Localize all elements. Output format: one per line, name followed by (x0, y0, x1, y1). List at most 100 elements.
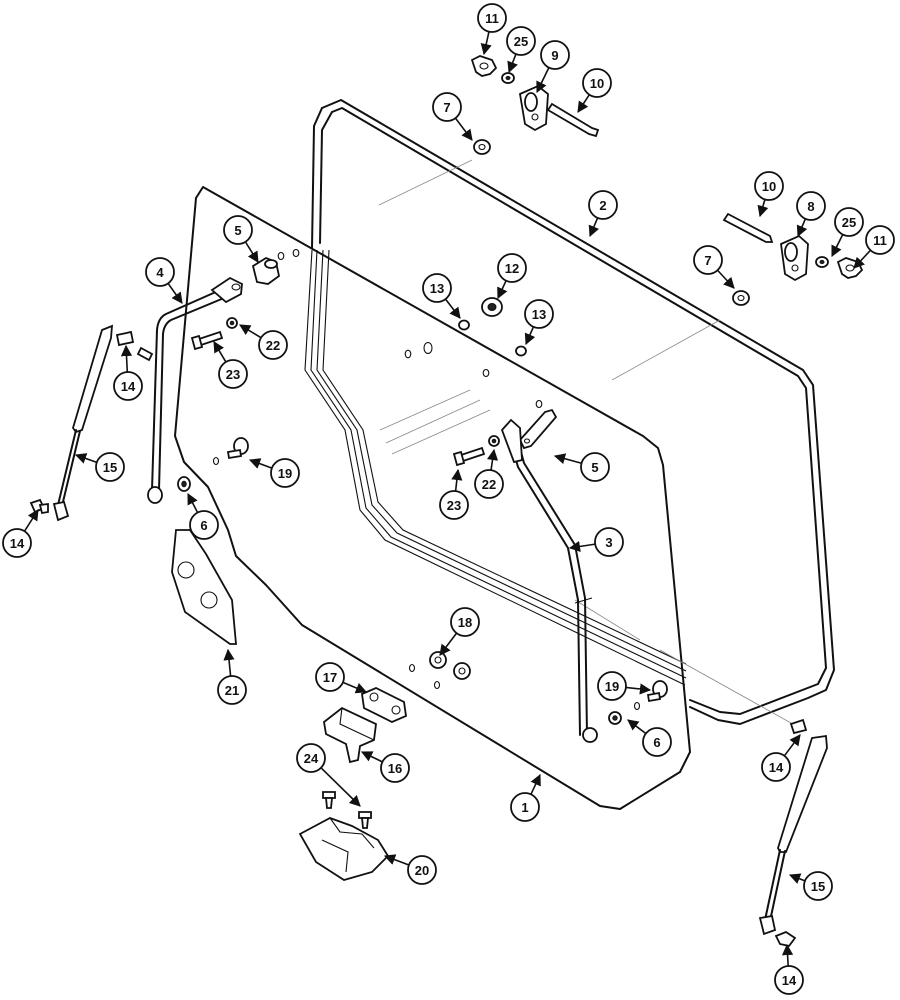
callout-number: 7 (443, 100, 450, 115)
callout-number: 11 (873, 233, 887, 248)
callout-8: 8 (796, 191, 826, 221)
callout-leader-6 (627, 719, 647, 735)
gas-strut-right-part-15 (758, 734, 828, 936)
callout-circle (774, 965, 804, 995)
callout-11: 11 (865, 225, 895, 255)
callout-number: 14 (782, 973, 797, 988)
callout-leader-17 (342, 681, 368, 694)
callout-number: 6 (653, 735, 660, 750)
callout-17: 17 (315, 662, 345, 692)
callout-11: 11 (477, 3, 507, 33)
callout-leader-23 (213, 341, 227, 363)
callout-3: 3 (594, 527, 624, 557)
callout-22: 22 (258, 330, 288, 360)
callout-7: 7 (432, 92, 462, 122)
callout-leader-11 (853, 249, 872, 269)
callout-4: 4 (145, 257, 175, 287)
gas-strut-left-part-15 (52, 324, 154, 522)
callout-leader-13 (524, 326, 536, 346)
callout-leader-23 (451, 468, 463, 492)
callout-leader-1 (530, 773, 541, 795)
callout-6: 6 (642, 727, 672, 757)
callout-circle (380, 753, 410, 783)
callout-leader-2 (588, 217, 600, 238)
gasket-part-17 (361, 687, 407, 723)
callout-leader-10 (577, 94, 590, 113)
callout-number: 8 (807, 199, 814, 214)
callout-leader-22 (239, 324, 262, 339)
callout-leader-6 (187, 493, 199, 513)
callout-circle (2, 528, 32, 558)
callout-circle (270, 458, 300, 488)
callout-circle (113, 371, 143, 401)
callout-14: 14 (761, 752, 791, 782)
callout-circle (223, 215, 253, 245)
callout-circle (217, 675, 247, 705)
callout-15: 15 (95, 452, 125, 482)
callout-circle (477, 3, 507, 33)
callout-circle (95, 452, 125, 482)
callout-leader-25 (831, 234, 844, 258)
callout-19: 19 (597, 671, 627, 701)
callout-number: 14 (10, 536, 25, 551)
callout-circle (796, 191, 826, 221)
callout-number: 23 (226, 367, 240, 382)
grommet-part-18 (429, 651, 471, 680)
callout-16: 16 (380, 753, 410, 783)
callout-number: 11 (485, 11, 499, 26)
callout-leader-16 (360, 751, 383, 763)
callout-leader-15 (74, 453, 98, 464)
callout-23: 23 (218, 359, 248, 389)
callout-leader-20 (383, 854, 410, 866)
callout-number: 20 (415, 863, 429, 878)
callout-leader-14 (120, 344, 133, 373)
callout-circle (407, 855, 437, 885)
callout-12: 12 (497, 253, 527, 283)
ball-stud-part-14 (29, 498, 808, 948)
callout-number: 13 (532, 307, 546, 322)
callout-leader-24 (320, 767, 361, 807)
callout-number: 19 (605, 679, 619, 694)
callout-leader-21 (223, 648, 235, 677)
callout-circle (594, 527, 624, 557)
latch-cover-part-20 (298, 817, 390, 881)
callout-number: 19 (278, 466, 292, 481)
callout-14: 14 (2, 528, 32, 558)
callout-number: 17 (323, 670, 337, 685)
callout-number: 16 (388, 761, 402, 776)
pin-part-19 (226, 437, 668, 703)
callout-25: 25 (506, 26, 536, 56)
callout-15: 15 (803, 871, 833, 901)
callout-23: 23 (439, 490, 469, 520)
callout-number: 22 (482, 477, 496, 492)
callout-5: 5 (580, 452, 610, 482)
callout-number: 1 (521, 800, 528, 815)
callout-leader-7 (716, 269, 735, 289)
callout-number: 15 (103, 460, 117, 475)
callout-leader-19 (248, 458, 273, 469)
washer-part-6 (177, 476, 622, 725)
plate-part-21 (171, 529, 237, 645)
callout-number: 10 (762, 179, 776, 194)
callout-circle (510, 792, 540, 822)
handle-rod-part-4 (147, 276, 243, 504)
callout-circle (315, 662, 345, 692)
callout-22: 22 (474, 469, 504, 499)
callout-5: 5 (223, 215, 253, 245)
callout-leader-7 (454, 117, 473, 141)
callout-leader-5 (244, 241, 259, 263)
callout-number: 5 (591, 460, 598, 475)
washer-part-13 (458, 319, 527, 357)
callout-9: 9 (540, 40, 570, 70)
lock-part-12 (481, 297, 503, 317)
callout-leaders (23, 31, 872, 967)
callout-circle (642, 727, 672, 757)
callout-13: 13 (422, 273, 452, 303)
callout-leader-18 (439, 632, 458, 656)
callout-19: 19 (270, 458, 300, 488)
callout-number: 24 (304, 751, 319, 766)
callout-circle (439, 490, 469, 520)
screw-part-24 (322, 791, 372, 829)
